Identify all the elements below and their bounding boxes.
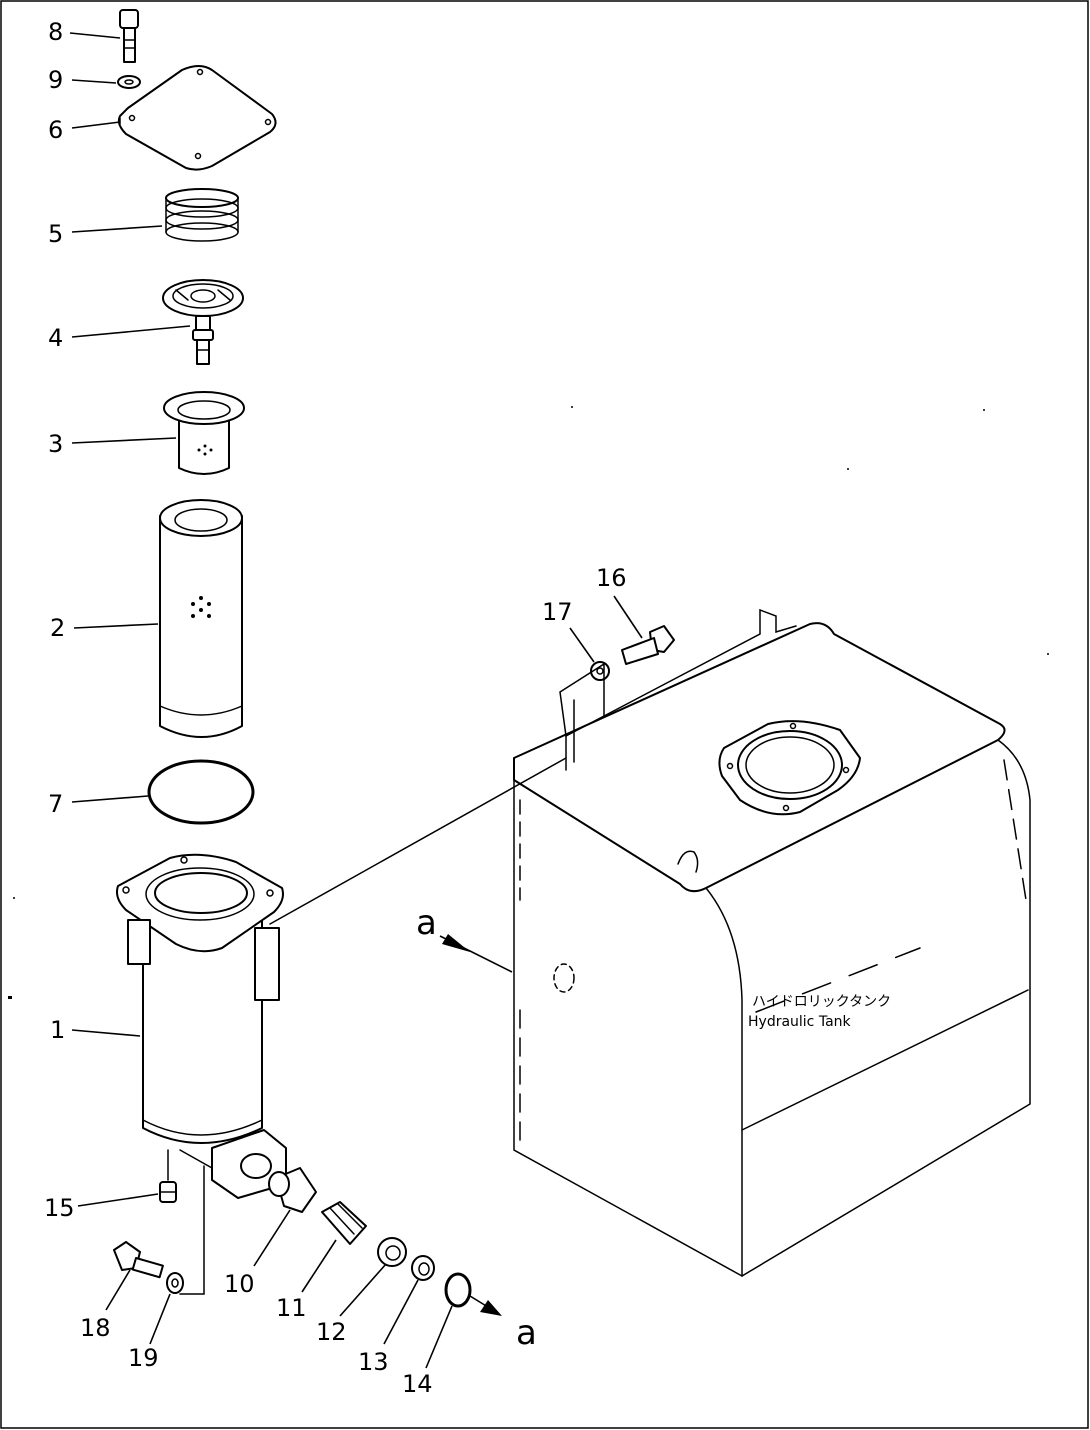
callout-14: 14: [402, 1370, 433, 1398]
callout-18: 18: [80, 1314, 111, 1342]
part-16-bolt: [621, 625, 675, 665]
part-2-filter-element: [159, 499, 243, 738]
part-9-washer: [117, 75, 141, 89]
callout-19: 19: [128, 1344, 159, 1372]
part-1-filter-case: [116, 853, 287, 1199]
part-5-spring: [165, 188, 239, 242]
callout-labels: 8 9 6 5 4 3 2 7 1 15 18 19 10 11 12 13 1…: [44, 18, 627, 1398]
part-4-valve: [162, 279, 244, 365]
callout-12: 12: [316, 1318, 347, 1346]
hydraulic-tank: [513, 608, 1031, 1277]
callout-7: 7: [48, 790, 63, 818]
mounting-guide-line: [269, 757, 567, 925]
callout-15: 15: [44, 1194, 75, 1222]
callout-11: 11: [276, 1294, 307, 1322]
part-15-plug: [159, 1149, 177, 1203]
view-marker-a-upper: a: [416, 903, 437, 943]
scan-specks: [8, 406, 1049, 999]
leader-lines: [69, 32, 643, 1369]
callout-13: 13: [358, 1348, 389, 1376]
callout-5: 5: [48, 220, 63, 248]
view-marker-a-lower: a: [516, 1313, 537, 1353]
part-10-adapter: [268, 1167, 317, 1213]
callout-10: 10: [224, 1270, 255, 1298]
part-3-strainer: [163, 391, 245, 475]
callout-1: 1: [50, 1016, 65, 1044]
callout-17: 17: [542, 598, 573, 626]
callout-2: 2: [50, 614, 65, 642]
callout-8: 8: [48, 18, 63, 46]
part-13-snap-ring: [411, 1255, 435, 1281]
tank-label-english: Hydraulic Tank: [748, 1014, 852, 1030]
callout-16: 16: [596, 564, 627, 592]
part-8-bolt: [119, 9, 139, 63]
part-6-cover-plate: [117, 65, 277, 171]
tank-label-japanese: ハイドロリックタンク: [752, 994, 891, 1010]
part-11-nipple: [321, 1201, 367, 1245]
part-14-o-ring: [444, 1272, 472, 1308]
part-19-washer: [166, 1165, 205, 1295]
callout-3: 3: [48, 430, 63, 458]
part-18-bolt: [113, 1241, 164, 1279]
part-7-o-ring: [147, 759, 255, 825]
callout-4: 4: [48, 324, 63, 352]
part-12-ring: [377, 1237, 407, 1267]
callout-9: 9: [48, 66, 63, 94]
callout-6: 6: [48, 116, 63, 144]
